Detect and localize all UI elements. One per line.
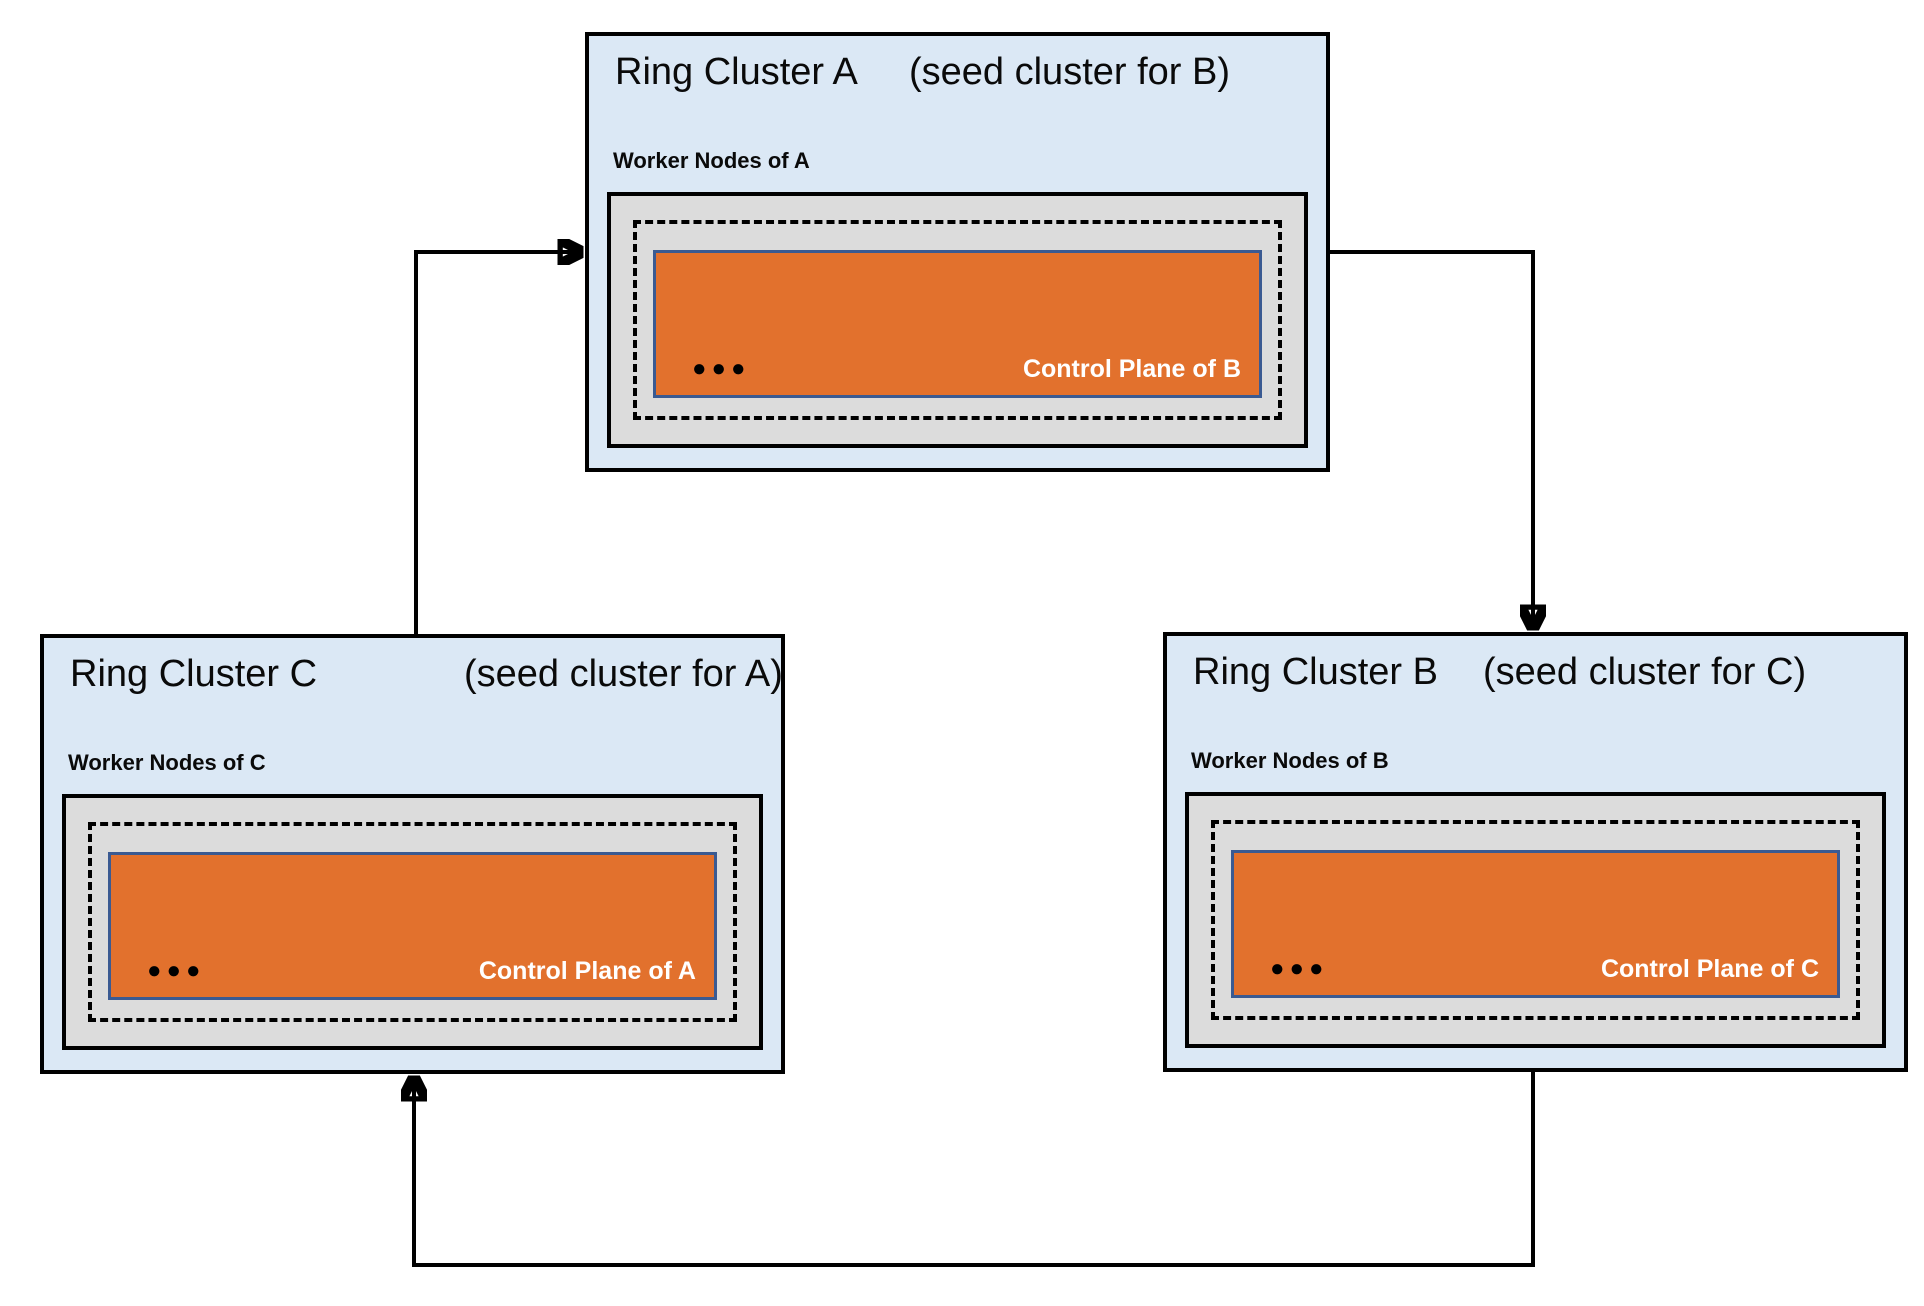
ellipsis-dots: ●●● bbox=[1270, 955, 1329, 982]
cluster-a-worker-nodes-label: Worker Nodes of A bbox=[613, 148, 810, 173]
cluster-c-dashed-region: ●●● Control Plane of A bbox=[88, 822, 737, 1022]
arrow-c-to-a bbox=[414, 252, 581, 636]
cluster-c-seed-note: (seed cluster for A) bbox=[464, 653, 783, 695]
cluster-a-title: Ring Cluster A bbox=[615, 51, 858, 93]
cluster-c-title: Ring Cluster C bbox=[70, 653, 318, 695]
cluster-b-control-plane-box: ●●● Control Plane of C bbox=[1231, 850, 1840, 998]
cluster-a-dashed-region: ●●● Control Plane of B bbox=[633, 220, 1282, 420]
cluster-a: Ring Cluster A (seed cluster for B) Work… bbox=[585, 32, 1330, 472]
cluster-b-dashed-region: ●●● Control Plane of C bbox=[1211, 820, 1860, 1020]
cluster-b-worker-nodes-box: ●●● Control Plane of C bbox=[1185, 792, 1886, 1048]
cluster-a-seed-note: (seed cluster for B) bbox=[909, 51, 1230, 93]
cluster-c: Ring Cluster C (seed cluster for A) Work… bbox=[40, 634, 785, 1074]
arrow-b-to-c bbox=[414, 1072, 1535, 1267]
cluster-b-control-plane-label: Control Plane of C bbox=[1600, 954, 1819, 983]
cluster-b-worker-nodes-label: Worker Nodes of B bbox=[1191, 748, 1389, 773]
cluster-c-worker-nodes-label: Worker Nodes of C bbox=[68, 750, 266, 775]
ellipsis-dots: ●●● bbox=[147, 957, 206, 984]
cluster-b-title: Ring Cluster B bbox=[1193, 651, 1438, 693]
cluster-a-worker-nodes-box: ●●● Control Plane of B bbox=[607, 192, 1308, 448]
cluster-a-control-plane-box: ●●● Control Plane of B bbox=[653, 250, 1262, 398]
ellipsis-dots: ●●● bbox=[692, 355, 751, 382]
cluster-c-worker-nodes-box: ●●● Control Plane of A bbox=[62, 794, 763, 1050]
cluster-c-control-plane-box: ●●● Control Plane of A bbox=[108, 852, 717, 1000]
cluster-a-control-plane-label: Control Plane of B bbox=[1022, 354, 1241, 383]
arrow-a-to-b bbox=[1330, 250, 1533, 628]
cluster-c-control-plane-label: Control Plane of A bbox=[478, 956, 696, 985]
cluster-b-seed-note: (seed cluster for C) bbox=[1483, 651, 1807, 693]
cluster-b: Ring Cluster B (seed cluster for C) Work… bbox=[1163, 632, 1908, 1072]
